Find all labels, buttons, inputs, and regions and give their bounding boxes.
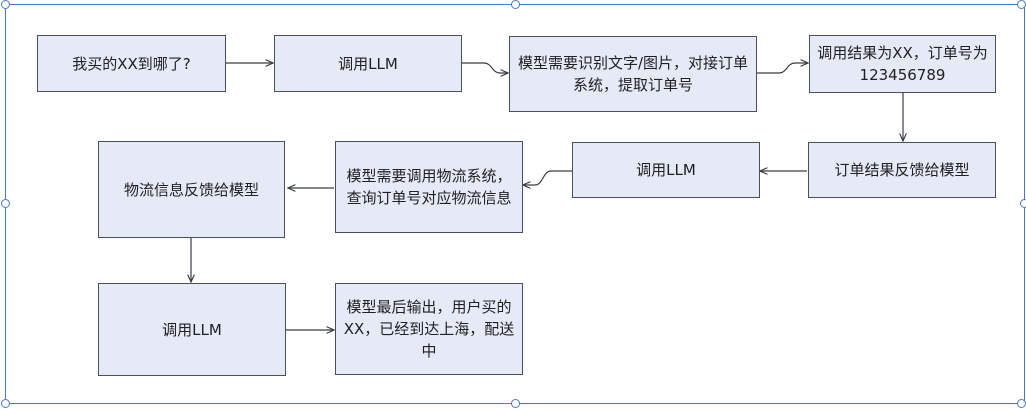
node-label: 模型需要调用物流系统，查询订单号对应物流信息 <box>346 167 512 207</box>
edge-llm-to-logistics <box>523 170 572 185</box>
resize-handle-middle-left[interactable] <box>1 199 10 208</box>
node-label: 模型最后输出，用户买的XX，已经到达上海，配送中 <box>343 298 515 360</box>
resize-handle-bottom-center[interactable] <box>511 399 520 408</box>
resize-handle-top-center[interactable] <box>511 0 520 9</box>
node-label: 调用结果为XX，订单号为123456789 <box>817 44 988 84</box>
node-label: 调用LLM <box>162 320 222 339</box>
node-query-logistics[interactable]: 模型需要调用物流系统，查询订单号对应物流信息 <box>335 141 523 233</box>
node-order-feedback[interactable]: 订单结果反馈给模型 <box>808 142 996 198</box>
node-order-result[interactable]: 调用结果为XX，订单号为123456789 <box>809 35 996 93</box>
node-final-output[interactable]: 模型最后输出，用户买的XX，已经到达上海，配送中 <box>335 283 523 375</box>
node-identify-extract-order[interactable]: 模型需要识别文字/图片，对接订单系统，提取订单号 <box>509 36 757 112</box>
node-logistics-feedback[interactable]: 物流信息反馈给模型 <box>98 141 285 238</box>
resize-handle-bottom-left[interactable] <box>1 399 10 408</box>
resize-handle-top-left[interactable] <box>1 0 10 9</box>
node-label: 调用LLM <box>636 161 696 179</box>
edge-llm-to-identify <box>462 62 508 73</box>
node-call-llm-2[interactable]: 调用LLM <box>572 142 760 198</box>
node-call-llm-1[interactable]: 调用LLM <box>274 35 462 92</box>
node-label: 调用LLM <box>338 54 398 73</box>
edge-identify-to-result <box>757 63 808 74</box>
node-label: 订单结果反馈给模型 <box>834 161 970 179</box>
node-label: 物流信息反馈给模型 <box>123 180 259 199</box>
resize-handle-middle-right[interactable] <box>1020 199 1026 208</box>
node-label: 模型需要识别文字/图片，对接订单系统，提取订单号 <box>517 54 749 94</box>
node-user-question[interactable]: 我买的XX到哪了? <box>37 35 226 92</box>
node-label: 我买的XX到哪了? <box>72 54 191 73</box>
node-call-llm-3[interactable]: 调用LLM <box>98 283 286 376</box>
